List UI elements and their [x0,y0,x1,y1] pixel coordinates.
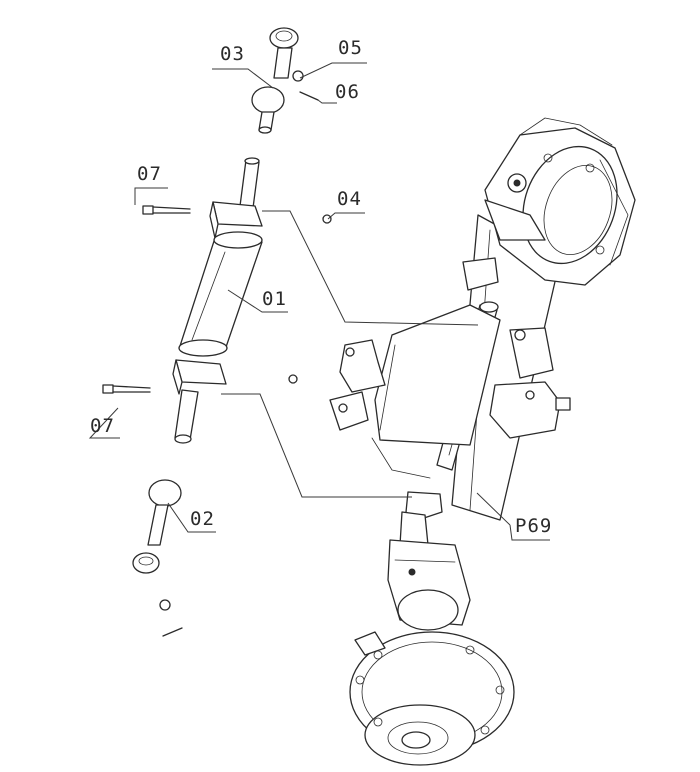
callout-03: 03 [220,43,245,65]
steering-cylinder [172,157,263,444]
upper-wheel-hub [484,117,636,286]
callout-07-lower: 07 [90,415,115,437]
upper-ball-joint [251,27,319,134]
callout-04: 04 [337,188,362,210]
grease-nipple-lower [288,374,298,384]
grease-nipple-04 [322,214,332,224]
callout-06: 06 [335,81,360,103]
assembly-guide-lines [221,210,511,526]
axle-housing [329,214,571,546]
callout-p69: P69 [515,515,552,537]
lower-ball-joint [132,479,183,637]
bolt-upper [142,205,191,215]
lower-wheel-hub [349,539,515,766]
bolt-lower [102,384,151,394]
callout-05: 05 [338,37,363,59]
callout-02: 02 [190,508,215,530]
callout-leaders [88,62,550,541]
callout-07-upper: 07 [137,163,162,185]
callout-01: 01 [262,288,287,310]
